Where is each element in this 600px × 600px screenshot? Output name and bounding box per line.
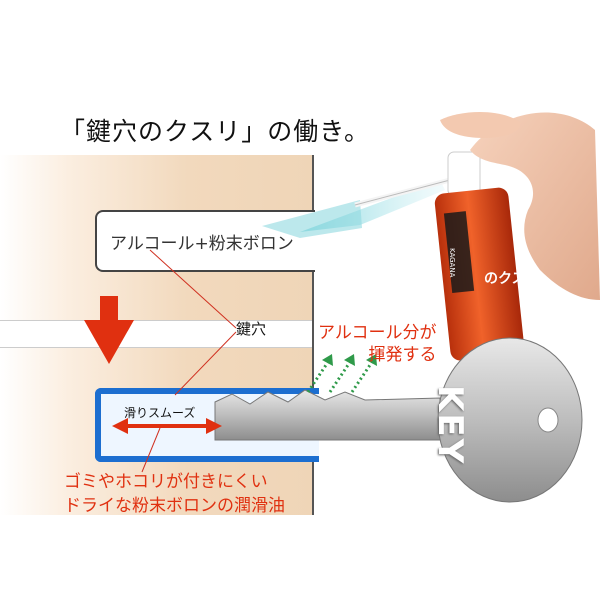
keyhole-leader-lines xyxy=(141,249,237,473)
key-bow-text: KEY xyxy=(430,385,470,466)
page-title: 「鍵穴のクスリ」の働き。 xyxy=(60,117,371,146)
upper-pin-chamber xyxy=(95,210,315,272)
evaporation-line-2: 揮発する xyxy=(368,345,437,365)
dust-resistance-label: ゴミやホコリが付きにくい ドライな粉末ボロンの潤滑油 xyxy=(64,470,285,518)
hand-icon xyxy=(470,112,600,300)
spray-can-icon xyxy=(434,151,525,361)
green-dotted-arrow-icon xyxy=(306,354,377,393)
evaporation-label: アルコール分が 揮発する xyxy=(318,322,437,366)
thumb-icon xyxy=(440,112,521,138)
red-double-arrow-icon xyxy=(112,418,222,434)
spray-can-brand: KAGANA xyxy=(448,248,456,278)
key-icon xyxy=(214,337,583,503)
alcohol-boron-label: アルコール+粉末ボロン xyxy=(110,234,294,254)
smooth-sliding-label: 滑りスムーズ xyxy=(124,406,196,420)
dust-line-1: ゴミやホコリが付きにくい xyxy=(64,472,268,492)
keyway-gap xyxy=(0,320,312,348)
keyhole-label: 鍵穴 xyxy=(236,320,267,338)
spray-can-name: のクスリ xyxy=(484,271,540,287)
dust-line-2: ドライな粉末ボロンの潤滑油 xyxy=(64,496,285,516)
red-down-arrow-icon xyxy=(84,296,134,364)
evaporation-line-1: アルコール分が xyxy=(318,323,437,343)
